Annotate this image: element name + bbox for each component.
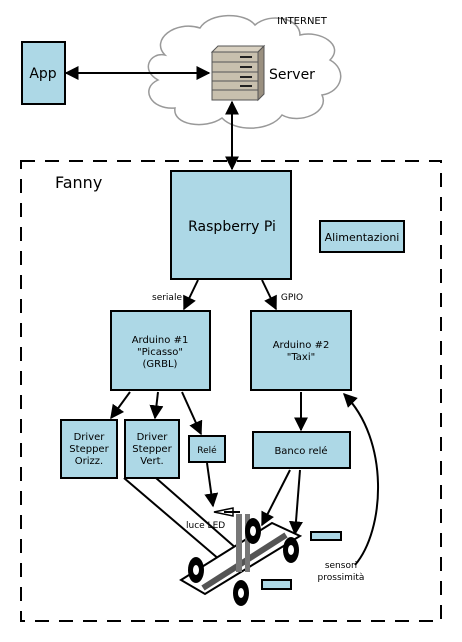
arduino1-line2: "Picasso": [137, 347, 183, 358]
arduino1-driver-orizz-arrow: [110, 391, 131, 420]
driver-orizz-line2: Stepper: [69, 444, 109, 455]
rele-led-arrow: [204, 462, 219, 508]
driver-orizz-line3: Orizz.: [75, 456, 103, 467]
alimentazioni-label: Alimentazioni: [325, 231, 400, 244]
arduino1-line3: (GRBL): [143, 359, 178, 370]
sensor-right: [310, 531, 342, 541]
driver-vert-line2: Stepper: [132, 444, 172, 455]
sensor-bottom: [261, 579, 292, 590]
driver-orizz-wire: [123, 477, 221, 561]
robot-mast-right: [245, 514, 250, 572]
driver-vert-wire: [155, 477, 246, 557]
rele-label: Relé: [197, 445, 217, 456]
arduino2-line1: Arduino #2: [273, 340, 330, 351]
raspberry-pi-label: Raspberry Pi: [188, 219, 276, 235]
driver-orizz-line1: Driver: [74, 432, 106, 443]
driver-vert-line3: Vert.: [140, 456, 163, 467]
seriale-arrow: [183, 279, 199, 311]
luce-led-label: luce LED: [186, 521, 225, 531]
internet-label: INTERNET: [277, 16, 328, 27]
arduino1-rele-arrow: [181, 391, 203, 436]
gpio-label: GPIO: [281, 293, 303, 303]
app-label: App: [29, 66, 56, 82]
driver-vert-box: [124, 419, 180, 479]
fanny-label: Fanny: [55, 173, 102, 192]
driver-vert-line1: Driver: [137, 432, 169, 443]
arduino1-line1: Arduino #1: [132, 335, 189, 346]
raspberry-pi-box: [170, 170, 292, 280]
server-icon: [210, 44, 266, 102]
arduino1-box: [110, 310, 211, 391]
arduino2-box: [250, 310, 352, 391]
robot-mast-left: [236, 514, 242, 572]
fanny-boundary: [20, 160, 442, 622]
gpio-arrow: [261, 279, 277, 311]
robot-machine: [179, 507, 303, 606]
banco-wheel-arrow-2: [289, 469, 303, 536]
driver-orizz-box: [60, 419, 118, 479]
arduino1-driver-vert-arrow: [149, 391, 164, 420]
sensori-label-line2: prossimità: [318, 573, 365, 583]
alimentazioni-box: [319, 220, 405, 253]
banco-rele-label: Banco relé: [274, 445, 327, 457]
rele-box: [188, 435, 226, 463]
robot-beam: [201, 532, 288, 591]
sensori-arrow: [343, 393, 380, 566]
arduino2-line2: "Taxi": [287, 352, 315, 363]
banco-wheel-arrow-1: [261, 469, 291, 527]
sensori-label-line1: sensori: [325, 561, 357, 571]
banco-rele-box: [252, 431, 351, 469]
server-label: Server: [269, 67, 315, 83]
seriale-label: seriale: [152, 293, 182, 303]
